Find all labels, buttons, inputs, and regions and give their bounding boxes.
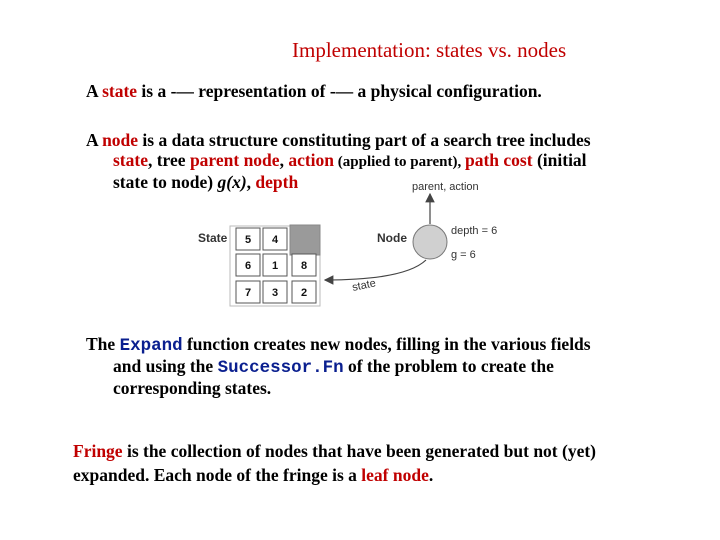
node-circle bbox=[412, 224, 448, 260]
term-gx: g(x) bbox=[217, 172, 247, 192]
expand-line-1: The Expand function creates new nodes, f… bbox=[86, 334, 686, 356]
term-fringe: Fringe bbox=[73, 441, 123, 461]
text: The bbox=[86, 334, 120, 354]
grid-value: 2 bbox=[301, 287, 307, 299]
grid-value: 4 bbox=[272, 234, 279, 246]
grid-value: 1 bbox=[272, 260, 278, 272]
grid-cell bbox=[262, 280, 288, 304]
node-label: Node bbox=[377, 231, 407, 245]
term-action: action bbox=[288, 150, 335, 170]
grid-value: 5 bbox=[245, 234, 251, 246]
page-title: Implementation: states vs. nodes bbox=[292, 38, 567, 62]
g-label: g = 6 bbox=[451, 249, 476, 261]
parent-action-label: parent, action bbox=[412, 181, 479, 193]
node-line-1: A node is a data structure constituting … bbox=[86, 130, 686, 150]
fringe-definition: Fringe is the collection of nodes that h… bbox=[73, 439, 693, 487]
text: (applied to parent), bbox=[334, 154, 465, 170]
term-parent-node: parent node bbox=[189, 150, 280, 170]
grid-cell bbox=[262, 227, 288, 251]
code-expand: Expand bbox=[119, 336, 183, 356]
text: . bbox=[428, 465, 434, 485]
grid-outline bbox=[229, 225, 321, 307]
text: (initial bbox=[532, 150, 587, 170]
state-node-diagram: 5 4 6 1 8 7 3 2 State Node parent, actio… bbox=[190, 170, 510, 315]
node-line-3: state to node) g(x), depth bbox=[86, 172, 686, 192]
grid-cell bbox=[291, 280, 317, 304]
expand-line-2: and using the Successor.Fn of the proble… bbox=[86, 356, 686, 378]
text: , bbox=[279, 150, 289, 170]
text: of the problem to create the bbox=[343, 356, 554, 376]
depth-label: depth = 6 bbox=[451, 225, 497, 237]
grid-blank-cell bbox=[289, 224, 321, 256]
grid-cell bbox=[235, 253, 261, 277]
fringe-line-2: expanded. Each node of the fringe is a l… bbox=[73, 463, 693, 487]
term-state: state bbox=[113, 150, 148, 170]
state-definition: A state is a -— representation of -— a p… bbox=[86, 81, 542, 101]
grid-value: 6 bbox=[245, 260, 251, 272]
grid-value: 8 bbox=[301, 260, 307, 272]
expand-description: The Expand function creates new nodes, f… bbox=[86, 334, 686, 398]
grid-value: 3 bbox=[272, 287, 278, 299]
term-node: node bbox=[102, 130, 139, 150]
term-state: state bbox=[102, 81, 138, 101]
text: and using the bbox=[113, 356, 218, 376]
term-depth: depth bbox=[255, 172, 299, 192]
term-leaf-node: leaf node bbox=[361, 465, 429, 485]
text: A bbox=[86, 130, 103, 150]
grid-cell bbox=[291, 253, 317, 277]
fringe-line-1: Fringe is the collection of nodes that h… bbox=[73, 439, 693, 463]
term-path-cost: path cost bbox=[465, 150, 533, 170]
text: expanded. Each node of the fringe is a bbox=[73, 465, 362, 485]
code-successor-fn: Successor.Fn bbox=[217, 358, 344, 378]
state-arrow bbox=[323, 259, 427, 285]
diagram-svg: 5 4 6 1 8 7 3 2 State Node parent, actio… bbox=[198, 181, 497, 307]
grid-cell bbox=[235, 227, 261, 251]
text: function creates new nodes, filling in t… bbox=[182, 334, 591, 354]
text: A bbox=[86, 81, 103, 101]
state-arrow-label: state bbox=[351, 277, 377, 294]
text: is a data structure constituting part of… bbox=[138, 130, 591, 150]
node-definition: A node is a data structure constituting … bbox=[86, 130, 686, 192]
grid-value: 7 bbox=[245, 287, 251, 299]
text: is the collection of nodes that have bee… bbox=[122, 441, 597, 461]
state-label: State bbox=[198, 231, 228, 245]
grid-cell bbox=[235, 280, 261, 304]
text: is a -— representation of -— a physical … bbox=[137, 81, 542, 101]
text: state to node) bbox=[113, 172, 218, 192]
node-line-2: state, tree parent node, action (applied… bbox=[86, 150, 686, 172]
expand-line-3: corresponding states. bbox=[113, 378, 272, 398]
text: , bbox=[246, 172, 256, 192]
grid-cell bbox=[262, 253, 288, 277]
text: , tree bbox=[147, 150, 190, 170]
